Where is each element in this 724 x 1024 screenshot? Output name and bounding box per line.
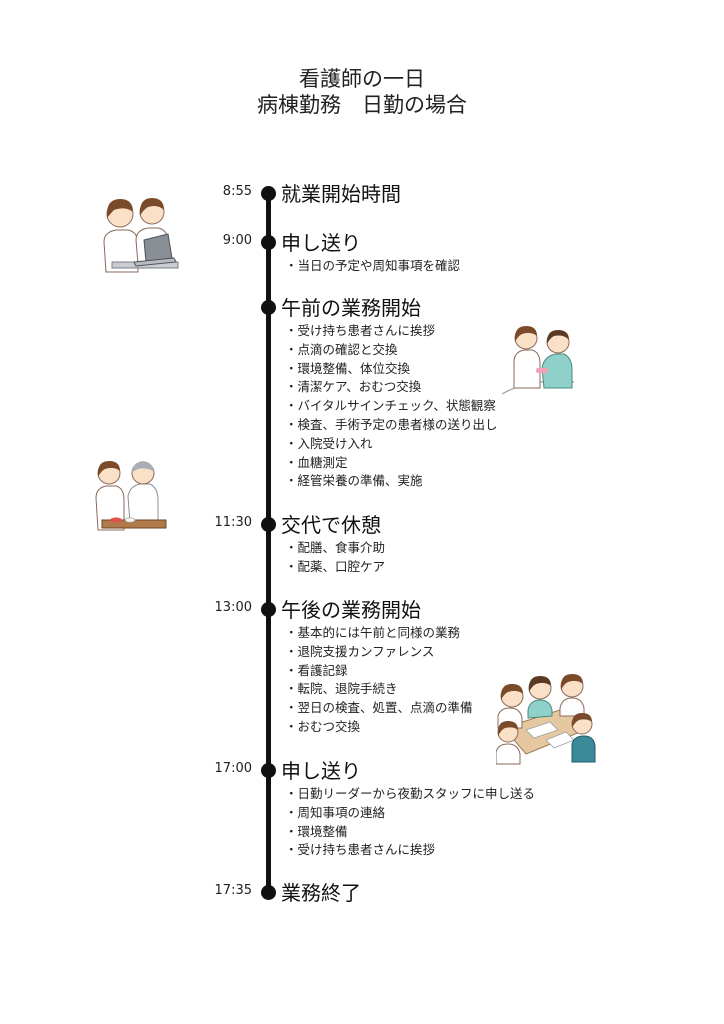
list-item: ・日勤リーダーから夜勤スタッフに申し送る [285, 786, 536, 801]
event-time: 13:00 [214, 600, 252, 615]
list-item: ・環境整備 [285, 823, 348, 839]
event-heading: 午前の業務開始 [281, 296, 421, 320]
event-heading: 業務終了 [281, 881, 361, 905]
conference-illustration [496, 674, 596, 765]
timeline-dot [261, 885, 276, 900]
list-item: ・看護記録 [285, 662, 348, 678]
list-item: ・検査、手術予定の患者様の送り出し [285, 416, 498, 432]
list-item: ・点滴の確認と交換 [285, 341, 398, 357]
list-item: ・転院、退院手続き [285, 681, 398, 697]
timeline-dot [261, 602, 276, 617]
event-heading: 交代で休憩 [281, 513, 381, 537]
event-time: 8:55 [222, 184, 252, 199]
nurse-meal-assist-illustration [95, 461, 167, 531]
list-item: ・当日の予定や周知事項を確認 [285, 258, 461, 273]
list-item: ・清潔ケア、おむつ交換 [285, 379, 422, 395]
event-time: 17:00 [214, 761, 252, 776]
timeline-dot [261, 763, 276, 778]
list-item: ・入院受け入れ [285, 435, 373, 451]
event-task-list: ・受け持ち患者さんに挨拶 ・点滴の確認と交換 ・環境整備、体位交換 ・清潔ケア、… [285, 322, 498, 491]
timeline-dot [261, 517, 276, 532]
event-task-list: ・当日の予定や周知事項を確認 [285, 257, 460, 276]
event-time: 17:35 [214, 883, 252, 898]
list-item: ・血糖測定 [285, 454, 348, 470]
event-task-list: ・配膳、食事介助 ・配薬、口腔ケア [285, 539, 385, 577]
nurses-laptop-illustration [103, 198, 179, 273]
nurse-iv-patient-illustration [501, 326, 575, 395]
timeline-dot [261, 300, 276, 315]
timeline-dot [261, 235, 276, 250]
title-line-2: 病棟勤務 日勤の場合 [257, 93, 467, 117]
list-item: ・基本的には午前と同様の業務 [285, 625, 461, 640]
list-item: ・環境整備、体位交換 [285, 360, 411, 376]
list-item: ・周知事項の連絡 [285, 804, 386, 820]
list-item: ・経管栄養の準備、実施 [285, 473, 423, 489]
title-line-1: 看護師の一日 [299, 67, 425, 91]
event-task-list: ・日勤リーダーから夜勤スタッフに申し送る ・周知事項の連絡 ・環境整備 ・受け持… [285, 785, 535, 860]
event-task-list: ・基本的には午前と同様の業務 ・退院支援カンファレンス ・看護記録 ・転院、退院… [285, 624, 473, 737]
list-item: ・受け持ち患者さんに挨拶 [285, 323, 436, 338]
list-item: ・配膳、食事介助 [285, 540, 386, 555]
page-title: 看護師の一日 病棟勤務 日勤の場合 [0, 66, 724, 118]
event-heading: 申し送り [281, 759, 361, 783]
event-time: 9:00 [222, 233, 252, 248]
event-heading: 就業開始時間 [281, 182, 401, 206]
list-item: ・配薬、口腔ケア [285, 558, 386, 574]
event-heading: 午後の業務開始 [281, 598, 421, 622]
timeline-dot [261, 186, 276, 201]
list-item: ・おむつ交換 [285, 718, 361, 734]
event-heading: 申し送り [281, 231, 361, 255]
list-item: ・受け持ち患者さんに挨拶 [285, 842, 436, 858]
list-item: ・退院支援カンファレンス [285, 643, 435, 659]
timeline-line [266, 194, 271, 894]
event-time: 11:30 [214, 515, 252, 530]
list-item: ・翌日の検査、処置、点滴の準備 [285, 700, 473, 716]
list-item: ・バイタルサインチェック、状態観察 [285, 398, 496, 414]
